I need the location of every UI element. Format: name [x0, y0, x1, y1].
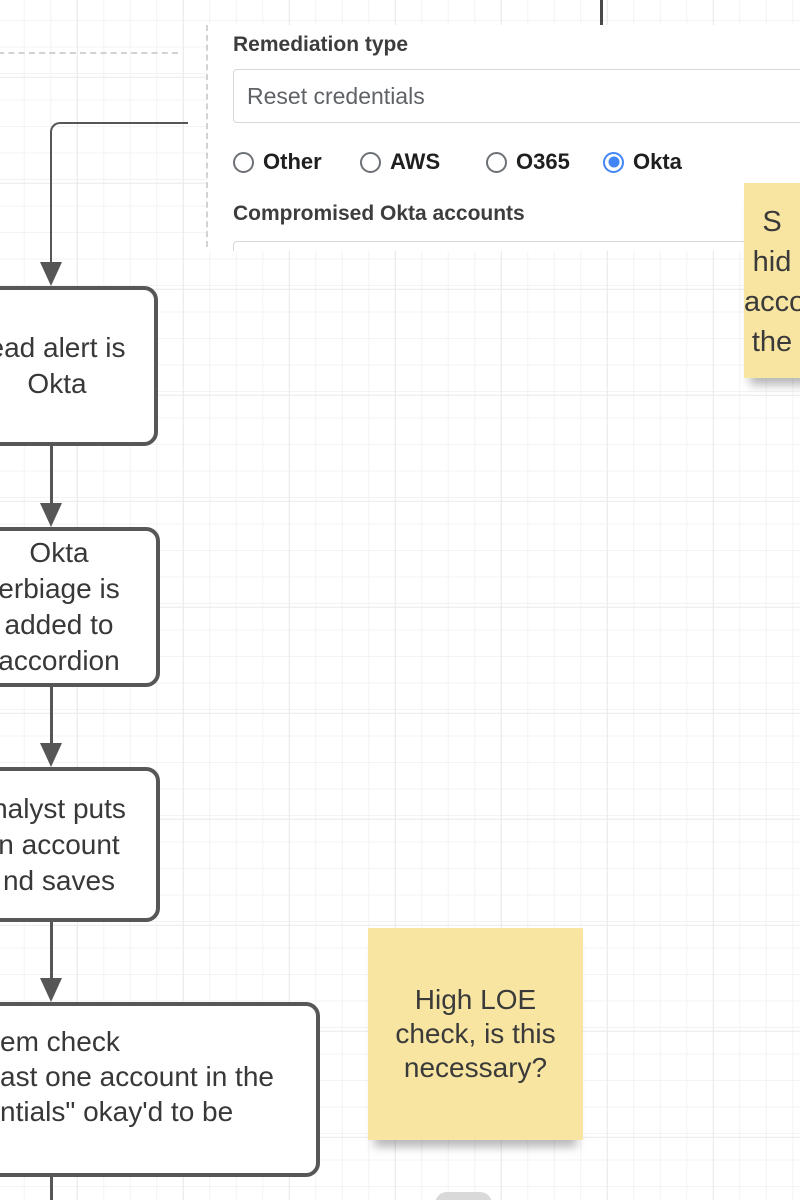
connector-box1-box2[interactable]: [50, 446, 53, 508]
sticky-note-text: S hid acco the: [744, 206, 800, 358]
selection-dashed-top-edge: [0, 52, 178, 54]
radio-other[interactable]: Other: [233, 149, 322, 174]
connector-box3-box4[interactable]: [50, 922, 53, 983]
form-mockup-panel[interactable]: Remediation type Reset credentials Other…: [207, 25, 800, 251]
arrowhead-icon: [40, 262, 62, 286]
connector-box4-down[interactable]: [50, 1177, 53, 1200]
radio-circle-icon[interactable]: [486, 151, 507, 173]
radio-o365-label: O365: [516, 149, 570, 174]
box-text: ead alert is Okta: [0, 332, 126, 399]
sticky-note-hidden-accounts[interactable]: S hid acco the: [744, 183, 800, 378]
selection-dashed-left-edge: [206, 25, 208, 247]
radio-okta-label: Okta: [633, 149, 682, 174]
remediation-type-input[interactable]: Reset credentials: [233, 69, 800, 123]
flowchart-box-alert-is-okta[interactable]: ead alert is Okta: [0, 286, 158, 446]
radio-other-label: Other: [263, 149, 322, 174]
arrowhead-icon: [40, 743, 62, 767]
box-text: Okta erbiage is added to accordion: [0, 537, 120, 676]
remediation-type-label: Remediation type: [233, 33, 409, 56]
radio-circle-icon[interactable]: [233, 151, 254, 173]
compromised-accounts-label: Compromised Okta accounts: [233, 202, 525, 225]
sticky-note-high-loe[interactable]: High LOE check, is this necessary?: [368, 928, 583, 1140]
radio-aws-label: AWS: [390, 149, 441, 174]
connector-box2-box3[interactable]: [50, 687, 53, 748]
radio-selected-icon[interactable]: [603, 151, 624, 173]
compromised-accounts-input[interactable]: [233, 241, 800, 251]
radio-o365[interactable]: O365: [486, 149, 570, 174]
radio-aws[interactable]: AWS: [360, 149, 441, 174]
edge-label-pill-partial[interactable]: [435, 1192, 492, 1200]
arrowhead-icon: [40, 503, 62, 527]
sticky-note-text: High LOE check, is this necessary?: [395, 984, 556, 1083]
flowchart-box-okta-verbiage[interactable]: Okta erbiage is added to accordion: [0, 527, 160, 687]
remediation-type-value: Reset credentials: [247, 83, 425, 109]
connector-form-to-box1[interactable]: [50, 122, 188, 268]
arrowhead-icon: [40, 978, 62, 1002]
radio-okta-selected[interactable]: Okta: [603, 149, 682, 174]
radio-circle-icon[interactable]: [360, 151, 381, 173]
flowchart-box-system-check[interactable]: em check ast one account in the ntials" …: [0, 1002, 320, 1177]
box-text: em check ast one account in the ntials" …: [0, 1026, 274, 1127]
connector-top-stub[interactable]: [600, 0, 603, 27]
